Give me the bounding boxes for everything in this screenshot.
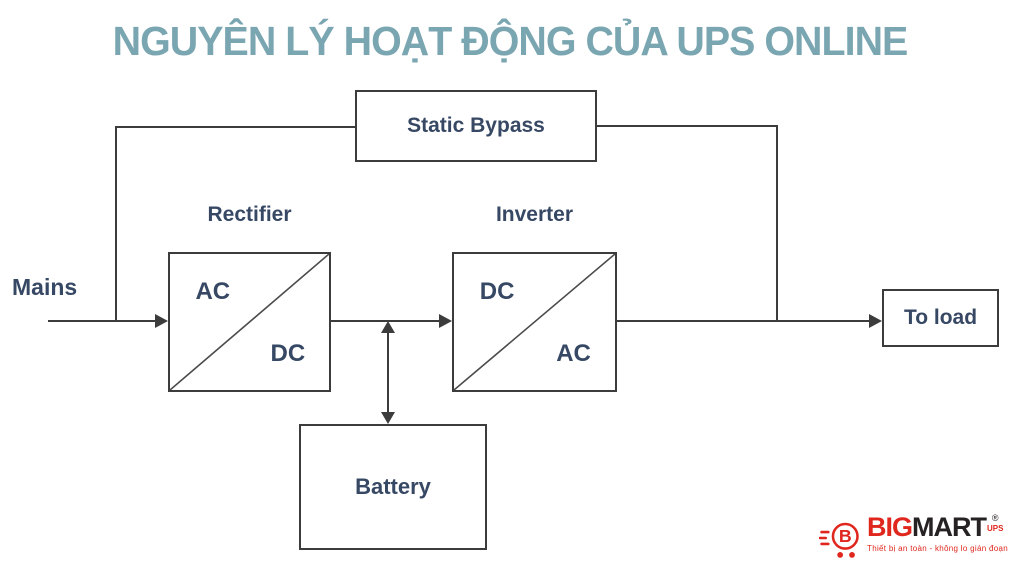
page-title: NGUYÊN LÝ HOẠT ĐỘNG CỦA UPS ONLINE — [112, 18, 909, 64]
wire-bypass-left-vertical — [115, 126, 117, 322]
converter-diagonal-icon — [170, 254, 329, 390]
svg-text:B: B — [839, 526, 852, 546]
rectifier-label: Rectifier — [207, 203, 292, 226]
mains-label: Mains — [12, 274, 78, 300]
logo-text-big: BIG — [867, 512, 913, 542]
arrowhead-into-load-icon — [869, 314, 882, 328]
rectifier-box: AC DC — [168, 252, 331, 392]
wire-mains-input — [48, 320, 158, 322]
battery-box-label: Battery — [355, 474, 431, 499]
inverter-input-label: DC — [479, 278, 515, 306]
to-load-box: To load — [882, 289, 999, 347]
bigmart-logo: B BIG MART ® UPS Thiết bị an toàn - khôn… — [819, 514, 1008, 560]
inverter-label: Inverter — [495, 203, 574, 226]
arrowhead-battery-down-icon — [381, 412, 395, 424]
rectifier-input-label: AC — [195, 278, 231, 306]
logo-text-mart: MART — [912, 512, 987, 542]
logo-text-ups: UPS — [987, 524, 1004, 533]
battery-box: Battery — [299, 424, 487, 550]
to-load-box-label: To load — [903, 306, 978, 329]
converter-diagonal-icon — [454, 254, 615, 390]
static-bypass-box-label: Static Bypass — [407, 114, 545, 137]
inverter-box: DC AC — [452, 252, 617, 392]
arrowhead-battery-up-icon — [381, 321, 395, 333]
static-bypass-box: Static Bypass — [355, 90, 597, 162]
inverter-output-label: AC — [556, 340, 591, 368]
wire-bypass-right-vertical — [776, 125, 778, 322]
logo-tagline: Thiết bị an toàn - không lo gián đoạn — [867, 544, 1008, 553]
wire-bypass-right-horizontal — [597, 125, 778, 127]
wire-inverter-to-load — [617, 320, 870, 322]
logo-wordmark: BIG MART ® UPS — [867, 514, 1003, 541]
wire-battery — [387, 331, 389, 414]
rectifier-output-label: DC — [270, 340, 306, 368]
arrowhead-into-inverter-icon — [439, 314, 452, 328]
arrowhead-into-rectifier-icon — [155, 314, 168, 328]
wire-bypass-left-horizontal — [115, 126, 355, 128]
shopping-cart-icon: B — [819, 522, 859, 558]
registered-trademark-icon: ® — [991, 513, 999, 523]
